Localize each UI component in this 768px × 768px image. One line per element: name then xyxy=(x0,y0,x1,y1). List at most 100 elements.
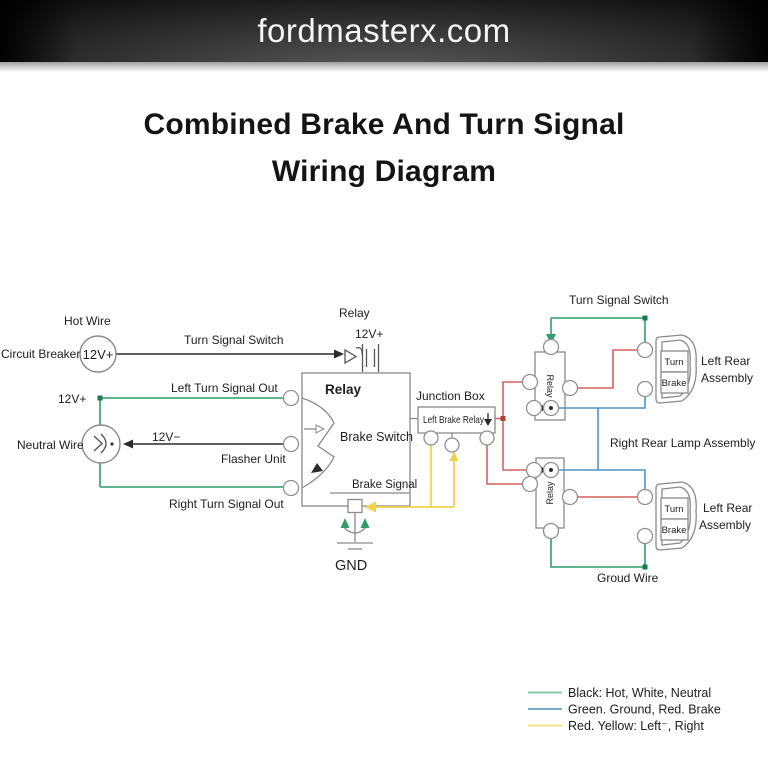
connector-circle xyxy=(444,437,460,453)
relay-coil-symbol xyxy=(344,344,380,372)
connector-circle xyxy=(282,389,300,407)
site-header-bar: fordmasterx.com xyxy=(0,0,768,62)
connector-circle xyxy=(525,461,543,479)
connector-circle xyxy=(521,475,539,493)
flasher-dot xyxy=(110,442,114,446)
label-flasher-unit: Flasher Unit xyxy=(221,452,286,466)
lamp2-brake-cell xyxy=(660,518,689,541)
lamp2-brake-label: Brake xyxy=(662,525,687,536)
black-wires xyxy=(116,353,334,445)
label-gnd: GND xyxy=(335,558,367,574)
label-right-turn-out: Right Turn Signal Out xyxy=(169,497,284,511)
label-relay-top-value: 12V+ xyxy=(355,327,383,341)
label-turn-signal-switch-right: Turn Signal Switch xyxy=(569,293,669,307)
lamp2-turn-label: Turn xyxy=(664,504,683,515)
arrow-to-flasher xyxy=(123,439,133,449)
lamp1-housing-inner xyxy=(661,339,691,399)
label-right-rear-lamp: Right Rear Lamp Assembly xyxy=(610,436,755,450)
yellow-arrows xyxy=(364,451,459,513)
legend-item-3: Red. Yellow: Left⁻, Right xyxy=(568,719,704,733)
green-node xyxy=(642,564,648,570)
blue-wires xyxy=(558,397,646,489)
connector-circle xyxy=(542,522,560,540)
legend-item-1: Black: Hot, White, Neutral xyxy=(568,686,711,700)
connectors xyxy=(282,338,654,545)
arrow-to-gnd xyxy=(364,501,376,513)
ground-wire-line xyxy=(550,538,646,568)
green-node xyxy=(642,315,648,321)
red-up-branch xyxy=(502,381,522,419)
relay-coil-curl xyxy=(355,347,363,356)
relay-brake-switch-box xyxy=(301,372,411,507)
label-brake-signal: Brake Signal xyxy=(352,479,417,491)
relay-coil-triangle xyxy=(344,348,358,365)
lamp1-brake-cell xyxy=(660,371,689,394)
page-title: Combined Brake And Turn Signal Wiring Di… xyxy=(0,101,768,195)
label-relay-top: Relay xyxy=(339,306,370,320)
connector-circle xyxy=(525,399,543,417)
legend: Black: Hot, White, Neutral Green. Ground… xyxy=(528,686,721,733)
flasher-arc xyxy=(100,433,107,454)
label-circuit-breaker: Circuit Breaker xyxy=(1,347,80,361)
flasher-chevron xyxy=(93,435,104,452)
arrow-to-junction xyxy=(449,451,459,461)
open-arrow-internal xyxy=(315,424,326,434)
contact-dot xyxy=(549,406,553,410)
relay-internal-contact xyxy=(301,397,335,489)
connector-circle xyxy=(636,380,654,398)
red-wires xyxy=(486,349,637,498)
connector-circle xyxy=(423,430,439,446)
label-left-brake-relay: Left Brake Relay xyxy=(423,414,485,426)
connector-circle xyxy=(561,379,579,397)
lamp1-name-line1: Left Rear xyxy=(701,354,750,368)
label-neutral-wire: Neutral Wire xyxy=(17,438,84,452)
gnd-terminal xyxy=(347,498,363,514)
lamp2-name-line2: Assembly xyxy=(699,518,751,532)
label-12v-plus: 12V+ xyxy=(58,392,86,406)
connector-circle xyxy=(636,341,654,359)
flasher-glyph xyxy=(93,433,107,454)
green-marks xyxy=(97,315,648,570)
black-arrows xyxy=(123,349,547,474)
junction-box xyxy=(417,406,496,434)
junction-down-arrow-head xyxy=(484,419,492,426)
red-down-branch xyxy=(502,418,526,471)
arrow-to-relay xyxy=(334,349,344,359)
arrow-brake-internal xyxy=(311,463,323,473)
label-turn-signal-switch: Turn Signal Switch xyxy=(184,333,284,347)
structure xyxy=(301,334,697,551)
relay-right-bottom-label: Relay xyxy=(545,481,555,505)
connector-circle xyxy=(636,527,654,545)
gnd-up-arrow xyxy=(360,518,370,528)
red-junction-branch xyxy=(486,445,522,485)
connector-circle xyxy=(282,435,300,453)
label-12v-neg: 12V− xyxy=(152,430,180,444)
label-ground-wire: Groud Wire xyxy=(597,571,659,585)
green-node xyxy=(97,395,103,401)
connector-circle xyxy=(542,338,560,356)
gnd-up-arrow xyxy=(340,518,350,528)
connector-circle xyxy=(479,430,495,446)
site-name: fordmasterx.com xyxy=(257,12,511,49)
connector-circle xyxy=(636,488,654,506)
lamp2-name-line1: Left Rear xyxy=(703,501,752,515)
connector-circle xyxy=(282,479,300,497)
circuit-breaker-symbol xyxy=(79,335,117,373)
relay-right-top-label: Relay xyxy=(545,374,555,398)
connector-circle xyxy=(561,488,579,506)
red-lamp1-line xyxy=(577,349,637,389)
lamp1-name-line2: Assembly xyxy=(701,371,753,385)
page-title-line2: Wiring Diagram xyxy=(271,155,497,188)
label-brake-switch: Brake Switch xyxy=(340,430,413,444)
red-node xyxy=(500,416,506,421)
lamp1-brake-label: Brake xyxy=(662,378,687,389)
label-relay-box: Relay xyxy=(325,382,362,397)
blue-lamp1-line xyxy=(558,397,646,409)
page-title-line1: Combined Brake And Turn Signal xyxy=(143,108,625,141)
lamp1-turn-label: Turn xyxy=(664,357,683,368)
header-shadow xyxy=(0,62,768,72)
contact-dot xyxy=(549,468,553,472)
label-hot-wire: Hot Wire xyxy=(64,314,111,328)
label-junction-box: Junction Box xyxy=(416,389,485,403)
